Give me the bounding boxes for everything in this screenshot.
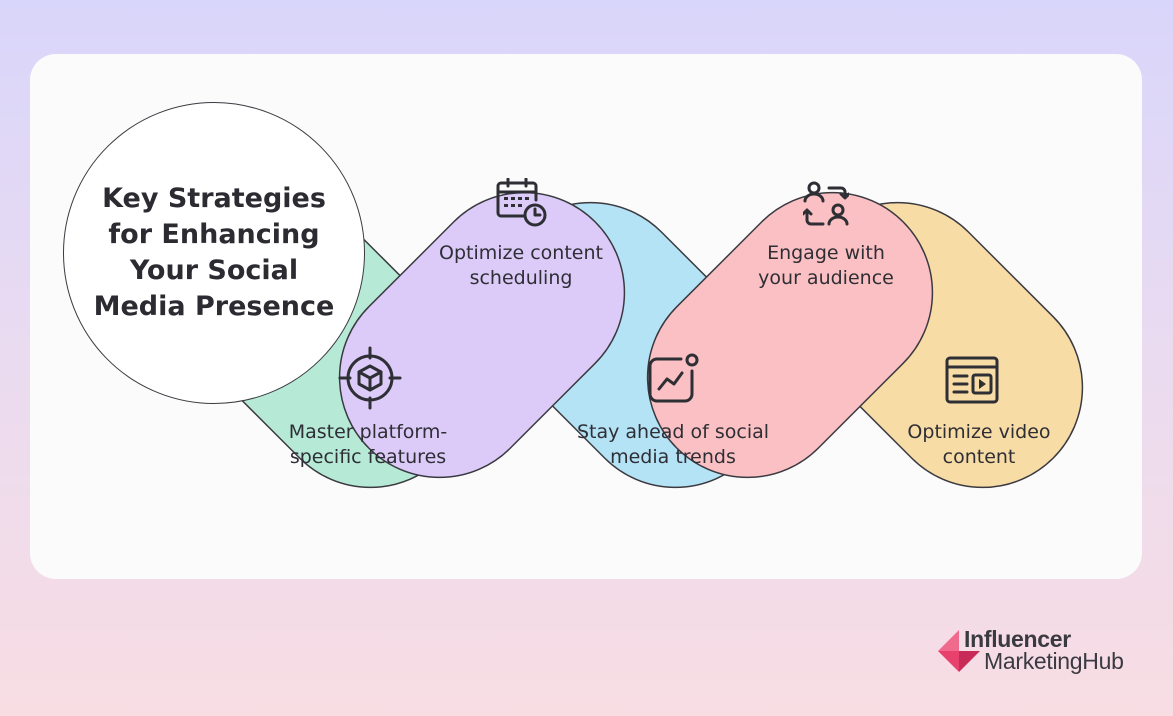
- hub-circle: Key Strategies for Enhancing Your Social…: [63, 102, 365, 404]
- label-engage-audience: Engage with your audience: [758, 242, 894, 289]
- label-master-platform: Master platform- specific features: [288, 421, 448, 468]
- logo-text-line1: Influencer: [964, 626, 1071, 652]
- influencer-marketing-hub-logo: Influencer MarketingHub: [936, 626, 1156, 676]
- logo-text-line2: MarketingHub: [984, 648, 1124, 674]
- label-optimize-video: Optimize video content: [907, 421, 1051, 468]
- pill-content-scheduling: [338, 191, 626, 479]
- video-content-icon: [945, 356, 999, 404]
- trend-chart-icon: [648, 353, 699, 403]
- pill-engage-audience: [646, 191, 934, 479]
- label-stay-ahead-trends: Stay ahead of social media trends: [576, 421, 770, 468]
- brand-mark-icon: [938, 630, 980, 672]
- diagram-title: Key Strategies for Enhancing Your Social…: [93, 183, 335, 322]
- label-content-scheduling: Optimize content scheduling: [439, 242, 603, 289]
- target-cube-icon: [338, 346, 402, 410]
- people-exchange-icon: [803, 181, 849, 226]
- calendar-clock-icon: [496, 178, 547, 227]
